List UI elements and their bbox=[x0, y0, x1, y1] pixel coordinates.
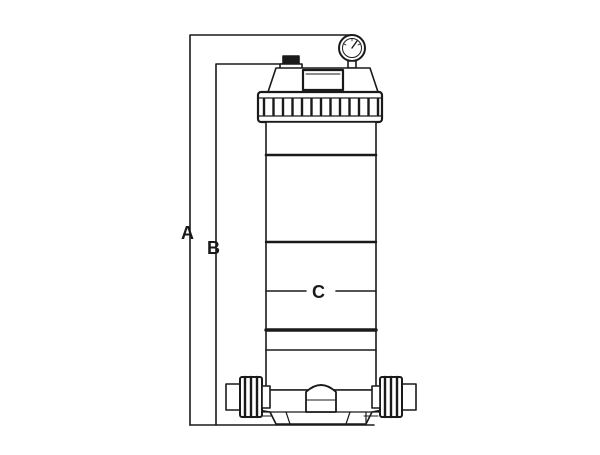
filter-tank bbox=[264, 121, 378, 391]
label-c: C bbox=[312, 282, 325, 302]
label-b: B bbox=[207, 238, 220, 258]
pressure-gauge-icon bbox=[338, 34, 366, 69]
right-union-fitting bbox=[371, 375, 417, 419]
left-union-fitting bbox=[225, 375, 271, 419]
dimension-b-line bbox=[215, 63, 287, 426]
filter-lid bbox=[267, 67, 379, 93]
drain-port bbox=[305, 384, 337, 413]
locking-ring bbox=[256, 90, 384, 124]
label-a: A bbox=[181, 223, 194, 243]
